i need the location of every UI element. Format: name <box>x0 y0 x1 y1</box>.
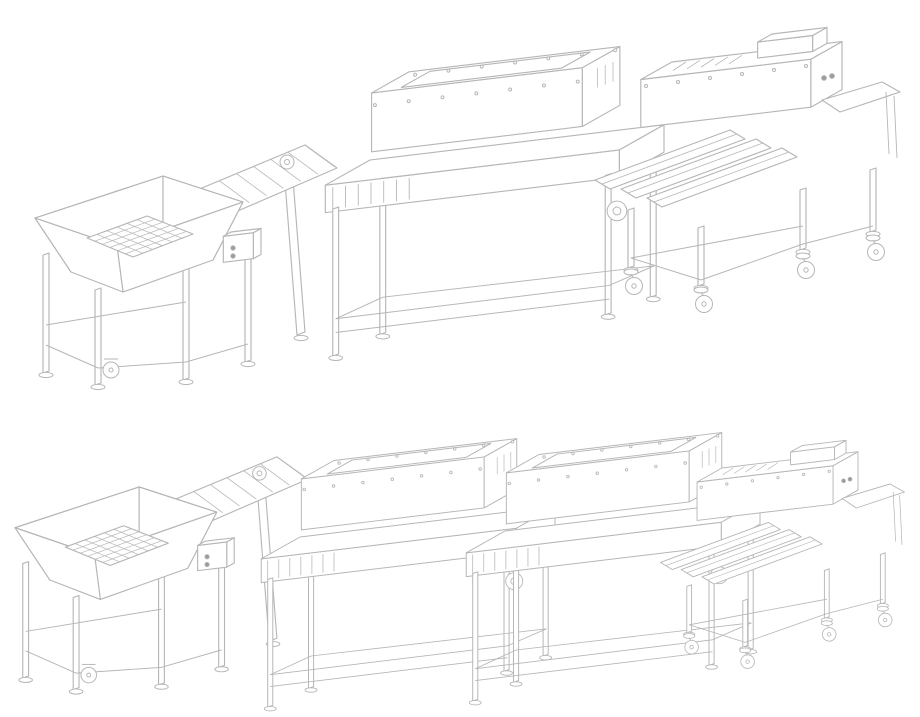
view-top-line <box>34 26 901 391</box>
outfeed-sorter <box>594 26 901 313</box>
view-bottom-line <box>14 432 905 712</box>
infeed-hopper <box>34 144 338 391</box>
conveyor-module <box>324 45 665 361</box>
outfeed-sorter <box>659 439 905 669</box>
